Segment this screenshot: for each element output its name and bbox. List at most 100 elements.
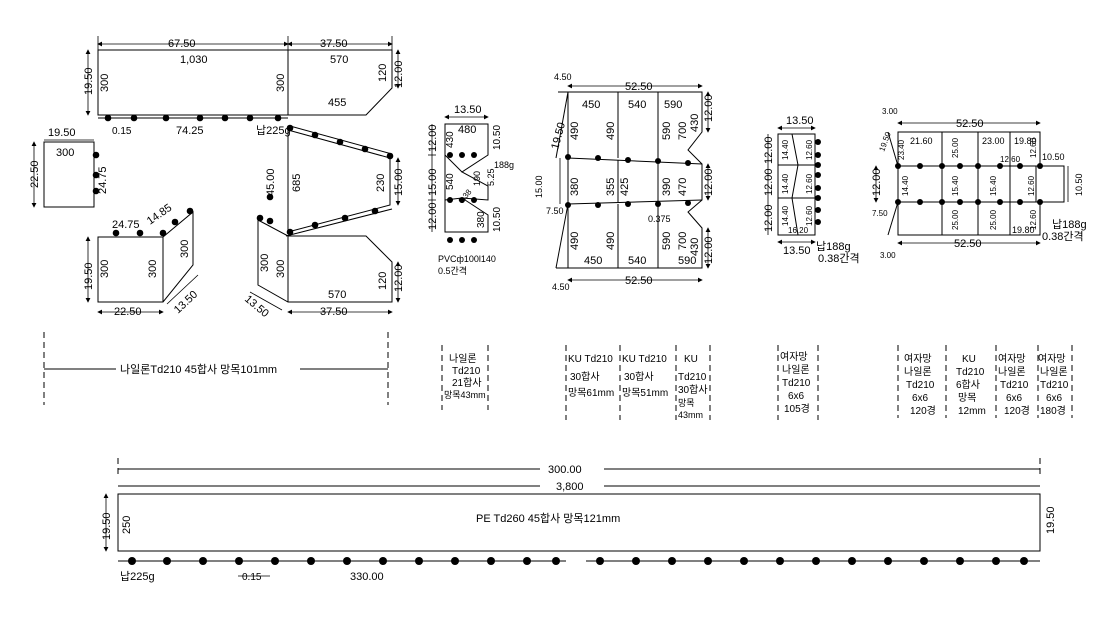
label-e-1-2: 6합사 — [956, 379, 980, 391]
label-e-2-3: 6x6 — [1006, 393, 1023, 404]
net8-h1: 12.00 — [763, 136, 775, 164]
pe-h: 19.50 — [101, 512, 113, 540]
label-d-3: 6x6 — [788, 391, 805, 402]
label-e-3-4: 180경 — [1040, 404, 1066, 417]
net7-bot: 52.50 — [625, 275, 653, 287]
net7-n2: 490 — [605, 232, 617, 250]
net6-h2: 15.00 — [427, 168, 439, 196]
net7-top: 52.50 — [625, 81, 653, 93]
pe-sp: 0.15 — [242, 572, 262, 583]
net9-m6: 10.50 — [1042, 152, 1065, 162]
net7-h1: 19.50 — [549, 121, 568, 151]
net8: 13.50 12.00 12.00 12.00 14.40 14.40 14.4… — [763, 115, 860, 265]
label-c-2-4: 43mm — [678, 410, 703, 420]
net5-h: 12.00 — [393, 264, 405, 292]
label-e-0-0: 여자망 — [904, 353, 932, 365]
label-b-group: 나일론 Td210 21합사 망목43mm — [441, 345, 489, 410]
net4-bottom: 22.50 — [114, 306, 142, 318]
label-e-3-1: 나일론 — [1040, 366, 1068, 378]
net5: 300 300 570 120 12.00 37.50 13.50 — [242, 214, 405, 320]
net7-n1: 490 — [569, 232, 581, 250]
net6-r2: 5.25 — [486, 168, 496, 186]
net8-top: 13.50 — [786, 115, 814, 127]
net2-side: 24.75 — [97, 166, 109, 194]
net7-m6: 590 — [661, 122, 673, 140]
net8-w: 납188g — [816, 240, 851, 253]
net8-bot: 13.50 — [783, 245, 811, 257]
net7-m5: 490 — [605, 122, 617, 140]
net9: 3.00 52.50 19.50 23.40 21.60 25.00 23.00… — [871, 107, 1087, 260]
net6-c2: 540 — [445, 173, 456, 190]
net7-n5: 430 — [689, 238, 701, 256]
net5-m3: 570 — [328, 289, 346, 301]
net6-h3: 12.00 — [427, 202, 439, 230]
net1-bottom-mesh: 455 — [328, 97, 346, 109]
net9-h: 12.00 — [871, 168, 883, 196]
net6-w: 188g — [494, 160, 514, 170]
net5-m4: 120 — [377, 272, 389, 290]
net9-top: 52.50 — [956, 118, 984, 130]
net8-b1: 12.60 — [805, 139, 814, 160]
net7-c4: 390 — [661, 178, 673, 196]
net7-b1: 7.50 — [546, 206, 564, 216]
net1-height-right: 12.00 — [393, 60, 405, 88]
label-e-group: 여자망 나일론 Td210 6x6 120경 KU Td210 6합사 망목 1… — [897, 345, 1073, 418]
net7-l1: 15.00 — [534, 175, 544, 198]
net7-p3: 590 — [678, 255, 696, 267]
label-e-3-0: 여자망 — [1038, 353, 1066, 365]
net1-v1: 300 — [99, 74, 111, 92]
net1-top-right: 37.50 — [320, 38, 348, 50]
net9-m4: 19.80 — [1014, 136, 1037, 146]
net7-bot-a: 4.50 — [552, 282, 570, 292]
net1-spacing: 0.15 — [112, 126, 132, 137]
net9-m2: 25.00 — [951, 137, 960, 158]
net7-a: 4.50 — [554, 72, 572, 82]
net7-r1: 12.00 — [703, 94, 715, 122]
label-d-1: 나일론 — [782, 364, 810, 376]
net4: 24.75 14.85 19.50 300 300 300 22.50 13.5… — [83, 202, 200, 318]
pe-len1: 300.00 — [548, 464, 582, 476]
net9-s2: 23.40 — [897, 139, 906, 160]
label-c-0-0: KU Td210 — [568, 354, 613, 365]
pe-rope: 330.00 — [350, 571, 384, 583]
net8-b3: 12.60 — [805, 205, 814, 226]
net1-weight: 납225g — [256, 124, 291, 137]
net4-m3: 300 — [179, 240, 191, 258]
label-c-0-2: 망목61mm — [568, 387, 614, 399]
net8-h3: 12.00 — [763, 204, 775, 232]
label-e-1-1: Td210 — [956, 367, 985, 378]
net4-h: 19.50 — [83, 262, 95, 290]
net1-rope: 74.25 — [176, 125, 204, 137]
net6-pvc-sp: 0.5간격 — [438, 265, 467, 276]
net1-v3: 120 — [377, 64, 389, 82]
net1: 67.50 37.50 19.50 300 300 120 12.00 1,03… — [83, 36, 405, 137]
net9-w: 납188g — [1052, 218, 1087, 231]
net2: 19.50 22.50 300 24.75 — [29, 127, 109, 208]
label-c-2-3: 망목 — [678, 398, 695, 408]
net9-bot: 52.50 — [954, 238, 982, 250]
net4-top: 24.75 — [112, 219, 140, 231]
label-d-2: Td210 — [782, 378, 811, 389]
label-c-2-0: KU — [684, 354, 698, 365]
net7-c1: 380 — [569, 178, 581, 196]
net4-m2: 300 — [147, 260, 159, 278]
net1-v2: 300 — [275, 74, 287, 92]
net7-c5: 470 — [677, 178, 689, 196]
net4-diag: 14.85 — [145, 202, 174, 228]
net5-m1: 300 — [259, 254, 271, 272]
net8-h2: 12.00 — [763, 168, 775, 196]
label-c-2-2: 30합사 — [678, 384, 708, 396]
net9-b1: 7.50 — [872, 209, 888, 218]
label-e-2-2: Td210 — [1000, 380, 1029, 391]
net7-m8: 430 — [689, 114, 701, 132]
net9-n3: 19.80 — [1012, 225, 1035, 235]
net7-m4: 490 — [569, 122, 581, 140]
net5-m2: 300 — [275, 260, 287, 278]
net6-pvc: PVCф100l140 — [438, 254, 496, 264]
net7-b2: 0.375 — [648, 214, 671, 224]
net9-n4: 12.60 — [1029, 209, 1038, 230]
net6-c4: 380 — [476, 211, 487, 228]
label-a-group: 나일론Td210 45합사 망목101mm — [43, 332, 389, 405]
net9-m3: 23.00 — [982, 136, 1005, 146]
